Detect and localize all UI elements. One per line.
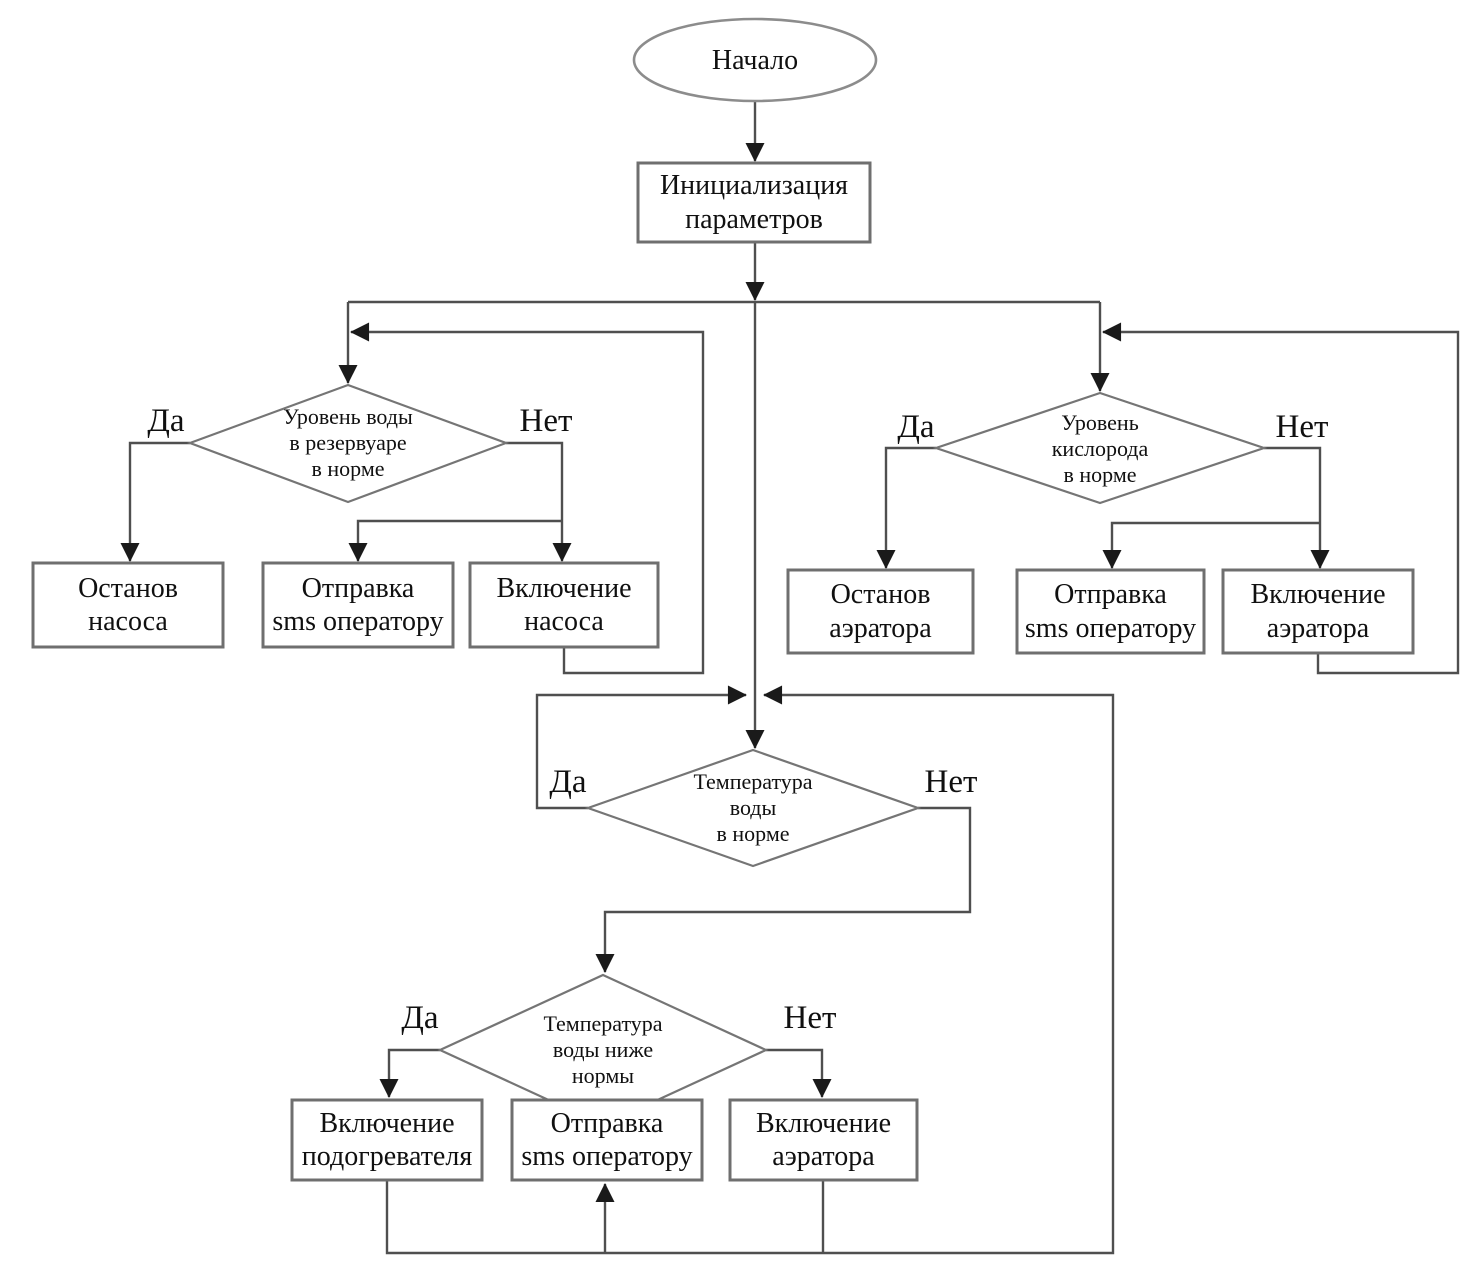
heater-on-label: Включение подогревателя: [301, 1107, 473, 1172]
sms-oxygen-label: Отправка sms оператору: [1024, 579, 1197, 644]
temp-low-yes-label: Да: [401, 999, 439, 1036]
stop-aerator-label: Останов аэратора: [829, 579, 932, 644]
oxygen-no-label: Нет: [1275, 408, 1329, 445]
edge-water-yes: [120, 441, 190, 562]
decision-temp-diamond: [584, 748, 922, 868]
aerator-on-temp-box: [728, 1098, 919, 1182]
edge-templow-no: [766, 1048, 832, 1098]
edge-oxygen-yes: [876, 446, 936, 569]
sms-oxygen-box: [1015, 568, 1206, 655]
edge-water-no-sms: [348, 519, 562, 562]
sms-pump-label: Отправка sms оператору: [272, 572, 444, 637]
oxygen-yes-label: Да: [897, 408, 935, 445]
stop-aerator-box: [786, 568, 975, 655]
pump-on-box: [468, 561, 660, 649]
decision-temp-label: Температура воды в норме: [693, 769, 813, 846]
aerator-on-label: Включение аэратора: [1250, 579, 1386, 644]
init-label: Инициализация параметров: [659, 170, 849, 235]
heater-on-box: [290, 1098, 484, 1182]
stop-pump-label: Останов насоса: [78, 572, 178, 637]
start-terminal: [632, 17, 878, 103]
edge-bottom-loop: [385, 685, 1115, 1255]
edge-oxygen-no: [1264, 446, 1330, 569]
edge-oxygen-no-sms: [1102, 521, 1320, 569]
temp-low-no-label: Нет: [783, 999, 837, 1036]
sms-pump-box: [261, 561, 455, 649]
edge-temp-yes-loop: [535, 685, 747, 810]
edge-pump-loop: [350, 322, 705, 675]
temp-yes-label: Да: [549, 763, 587, 800]
decision-oxygen-label: Уровень кислорода в норме: [1051, 410, 1149, 487]
init-box: [636, 161, 872, 244]
pump-on-label: Включение насоса: [496, 572, 632, 637]
aerator-on-temp-label: Включение аэратора: [755, 1107, 891, 1172]
water-yes-label: Да: [147, 402, 185, 439]
edge-temp-no: [595, 806, 972, 973]
edge-templow-yes: [379, 1048, 440, 1098]
sms-temp-label: Отправка sms оператору: [521, 1107, 693, 1172]
water-no-label: Нет: [519, 402, 573, 439]
sms-temp-box: [510, 1098, 704, 1182]
edge-water-no: [506, 441, 572, 562]
decision-temp-low-label: Температура воды ниже нормы: [543, 1011, 663, 1088]
decision-water-label: Уровень воды в резервуаре в норме: [283, 404, 413, 481]
decision-water-diamond: [186, 383, 510, 504]
aerator-on-box: [1221, 568, 1415, 655]
decision-oxygen-diamond: [932, 391, 1268, 505]
temp-no-label: Нет: [924, 763, 978, 800]
edge-aerator-loop: [1102, 322, 1460, 675]
start-label: Начало: [711, 45, 799, 77]
stop-pump-box: [31, 561, 225, 649]
